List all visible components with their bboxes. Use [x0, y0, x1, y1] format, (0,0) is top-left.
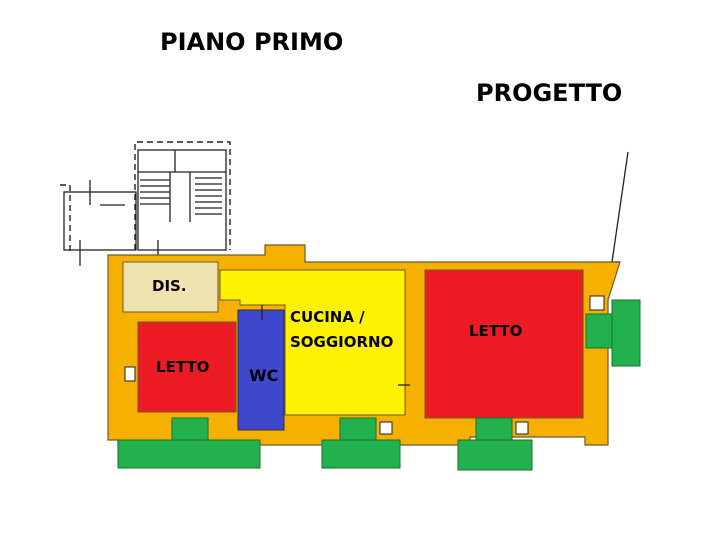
label-dis: DIS. — [152, 277, 187, 295]
room-cucina — [219, 269, 406, 416]
room-letto-small — [137, 321, 237, 413]
window-box-2 — [515, 421, 529, 435]
label-letto-large: LETTO — [469, 322, 522, 340]
room-wc — [237, 309, 285, 431]
balcony-middle — [321, 439, 401, 469]
balcony-left-step — [171, 417, 209, 441]
balcony-right — [457, 439, 533, 471]
room-dis — [122, 261, 219, 313]
stair-block — [60, 141, 231, 266]
label-cucina-line2: SOGGIORNO — [290, 333, 393, 351]
label-letto-small: LETTO — [156, 358, 209, 376]
balcony-east-step — [585, 313, 613, 349]
room-letto-large — [424, 269, 584, 419]
label-wc: WC — [249, 366, 278, 385]
balcony-east — [611, 299, 641, 367]
stair-steps — [140, 172, 222, 222]
label-cucina-line1: CUCINA / — [290, 308, 365, 326]
balcony-middle-step — [339, 417, 377, 441]
floor-title: PIANO PRIMO — [160, 28, 343, 56]
window-small — [124, 366, 136, 382]
balcony-right-step — [475, 417, 513, 441]
window-box-1 — [379, 421, 393, 435]
window-box-3 — [589, 295, 605, 311]
neighbour-outline — [611, 151, 629, 263]
status-title: PROGETTO — [476, 79, 622, 107]
balcony-left — [117, 439, 261, 469]
